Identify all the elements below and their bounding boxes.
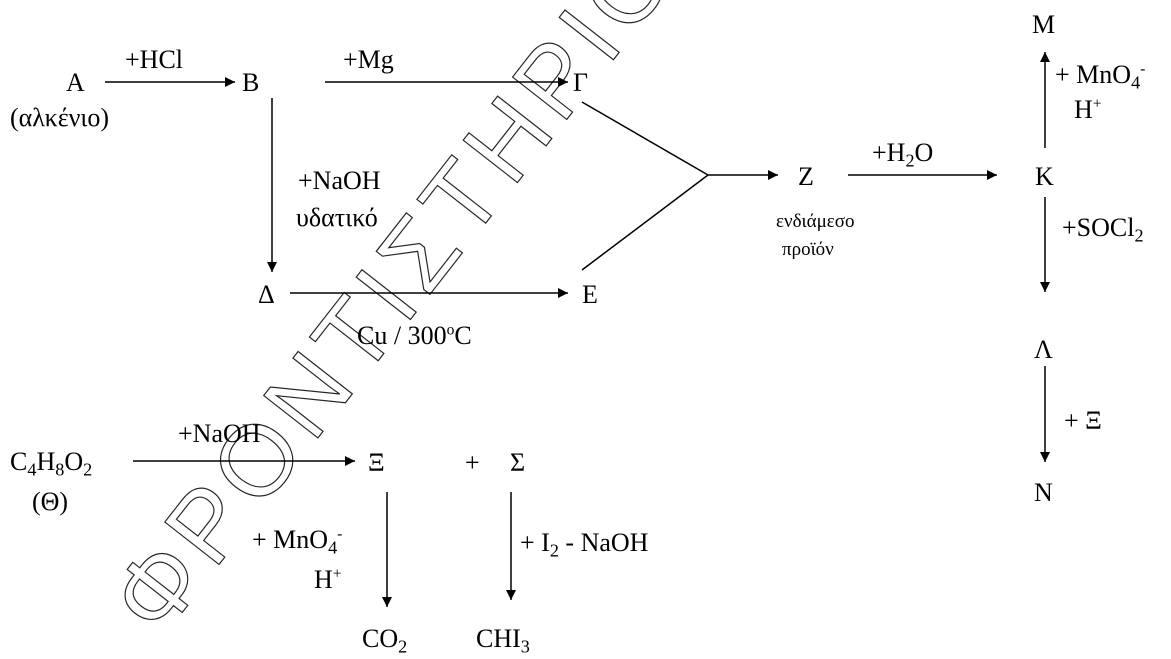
reagent-permanganate-k-sub: 4 (1131, 72, 1141, 93)
reagent-naoh-aq: +NaOH (298, 166, 381, 195)
formula-c: C (10, 447, 28, 476)
compound-n: N (1034, 478, 1053, 507)
compound-xi: Ξ (368, 448, 385, 477)
compound-a-note: (αλκένιο) (10, 103, 110, 132)
compound-chi3: CHI3 (476, 624, 530, 656)
reagent-h2o-pre: +H (872, 138, 906, 167)
formula-h: H (36, 447, 56, 476)
formula-o: O (64, 447, 84, 476)
reagent-h-plus-xi-sup: + (332, 565, 342, 583)
formula-h-count: 8 (55, 459, 65, 480)
compound-m: M (1032, 10, 1056, 39)
compound-theta-label: (Θ) (32, 487, 69, 516)
reagent-permanganate-xi-pre: + MnO (252, 525, 329, 554)
compound-b: B (242, 68, 260, 97)
compound-theta-formula: C4H8O2 (10, 447, 92, 479)
reagent-permanganate-xi-sup: - (337, 525, 343, 543)
reagent-naoh-aq-note: υδατικό (296, 203, 378, 232)
compound-delta: Δ (258, 280, 275, 309)
reagent-iodoform-sub: 2 (549, 540, 559, 561)
compound-sigma: Σ (510, 448, 526, 477)
reagent-permanganate-xi-sub: 4 (328, 537, 338, 558)
reagent-h-plus-k: H+ (1074, 95, 1102, 124)
plus-sign: + (465, 448, 480, 477)
compound-gamma: Γ (573, 68, 589, 97)
reagent-iodoform-pre: + I (520, 528, 550, 557)
compound-e: E (582, 280, 598, 309)
arrows (105, 52, 1050, 607)
reagent-h2o-post: O (914, 138, 934, 167)
compound-z-note-2: προϊόν (782, 239, 834, 260)
compound-chi3-sub: 3 (520, 636, 530, 657)
reagent-socl2-pre: +SOCl (1062, 213, 1135, 242)
reagent-permanganate-k-pre: + MnO (1055, 60, 1132, 89)
reagent-cu: Cu / 300oC (357, 321, 472, 350)
reagent-mg: +Mg (343, 45, 394, 74)
reagent-permanganate-k: + MnO4- (1055, 60, 1146, 91)
reagent-h2o: +H2O (872, 138, 934, 170)
reagent-h-plus-k-sup: + (1092, 95, 1102, 113)
connector-line-2 (581, 174, 709, 271)
compound-k: K (1035, 162, 1054, 191)
reagent-cu-degree: o (446, 321, 455, 339)
reagent-hcl: +HCl (125, 45, 184, 74)
compound-co2-base: CO (362, 624, 399, 653)
compound-z-note-1: ενδιάμεσο (776, 211, 855, 232)
compound-chi3-base: CHI (476, 624, 521, 653)
reagent-permanganate-xi: + MnO4- (252, 525, 343, 556)
reagent-iodoform: + I2 - NaOH (520, 528, 649, 560)
reagent-socl2: +SOCl2 (1062, 213, 1144, 245)
reagent-socl2-sub: 2 (1134, 225, 1144, 246)
compound-co2-sub: 2 (398, 636, 408, 657)
formula-o-count: 2 (83, 459, 93, 480)
compound-co2: CO2 (362, 624, 407, 656)
reagent-permanganate-k-sup: - (1140, 60, 1146, 78)
reagent-h2o-sub: 2 (905, 150, 915, 171)
reagent-plus-xi: + Ξ (1064, 406, 1102, 435)
connector-line-1 (581, 101, 709, 176)
reagent-h-plus-k-base: H (1074, 95, 1093, 124)
formula-c-count: 4 (27, 459, 37, 480)
compound-a: A (66, 68, 85, 97)
reagent-naoh-theta: +NaOH (178, 419, 261, 448)
compound-z: Z (798, 162, 814, 191)
reagent-h-plus-xi-base: H (314, 565, 333, 594)
reagent-cu-text: Cu / 300 (357, 321, 447, 350)
reagent-cu-celsius: C (454, 321, 472, 350)
reagent-h-plus-xi: H+ (314, 565, 342, 594)
reagent-iodoform-post: - NaOH (558, 528, 649, 557)
compound-lambda: Λ (1034, 335, 1053, 364)
